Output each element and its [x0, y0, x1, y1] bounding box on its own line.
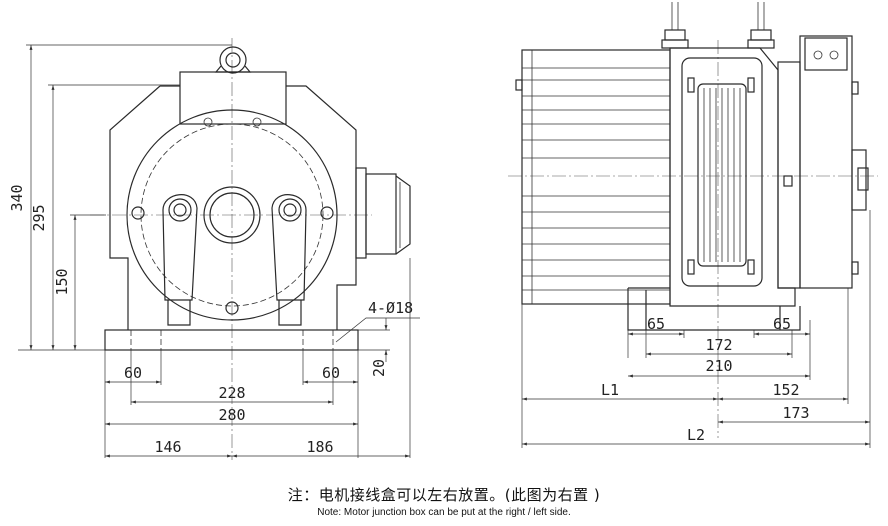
- front-vertical-dimensions: [18, 44, 420, 362]
- side-dimensions: [521, 210, 871, 448]
- mount-hole-icon: [131, 206, 145, 220]
- shaft-inner-circle: [209, 192, 255, 238]
- dim-length-152: 152: [772, 381, 799, 399]
- dim-height-total: 340: [8, 184, 26, 211]
- housing-circle: [126, 109, 338, 321]
- dim-base-width: 280: [218, 406, 245, 424]
- housing-outline: [109, 85, 357, 330]
- dim-length-173: 173: [782, 404, 809, 422]
- dim-foot-right: 60: [322, 364, 340, 382]
- dim-side-span-outer: 210: [705, 357, 732, 375]
- mount-hole-icon: [320, 206, 334, 220]
- front-horizontal-dimensions: [104, 258, 411, 458]
- side-base: [627, 287, 801, 331]
- dim-foot-left: 60: [124, 364, 142, 382]
- mount-hole-icon: [225, 301, 239, 315]
- junction-box: [355, 167, 411, 259]
- sheave-frame: [669, 47, 796, 307]
- shaft-outer-circle: [203, 186, 261, 244]
- side-view: 65 65 172 210 L1 152 173 L2: [508, 2, 878, 448]
- note-english: Note: Motor junction box can be put at t…: [317, 507, 571, 518]
- motor-body: [515, 49, 671, 305]
- dim-hole-span: 228: [218, 384, 245, 402]
- dim-height-axis: 150: [53, 268, 71, 295]
- brake-arm-left: [162, 194, 198, 326]
- dim-length-l1: L1: [601, 381, 619, 399]
- terminal-icon: [829, 50, 839, 60]
- dim-left-offset: 146: [154, 438, 181, 456]
- dim-base-thickness: 20: [370, 359, 388, 377]
- lifting-eye: [214, 46, 252, 74]
- dim-hole-spec: 4-Ø18: [368, 299, 413, 317]
- brake-housing: [777, 35, 869, 289]
- lifting-stud-left: [661, 2, 689, 49]
- lifting-stud-right: [747, 2, 775, 49]
- front-view: 340 295 150 4-Ø18 20 60 60 228 280 146 1…: [8, 38, 420, 460]
- top-block: [179, 71, 287, 125]
- base-plate: [104, 329, 359, 351]
- dim-side-foot-right: 65: [773, 315, 791, 333]
- dim-height-mid: 295: [30, 204, 48, 231]
- dim-right-offset: 186: [306, 438, 333, 456]
- dim-length-l2: L2: [687, 426, 705, 444]
- dim-side-span-inner: 172: [705, 336, 732, 354]
- inner-hidden-circle: [140, 123, 324, 307]
- brake-arm-right: [271, 194, 307, 326]
- terminal-icon: [813, 50, 823, 60]
- bolt-icon: [252, 117, 262, 127]
- dim-side-foot-left: 65: [647, 315, 665, 333]
- bolt-icon: [203, 117, 213, 127]
- note-chinese: 注：电机接线盒可以左右放置。(此图为右置 ): [287, 486, 601, 504]
